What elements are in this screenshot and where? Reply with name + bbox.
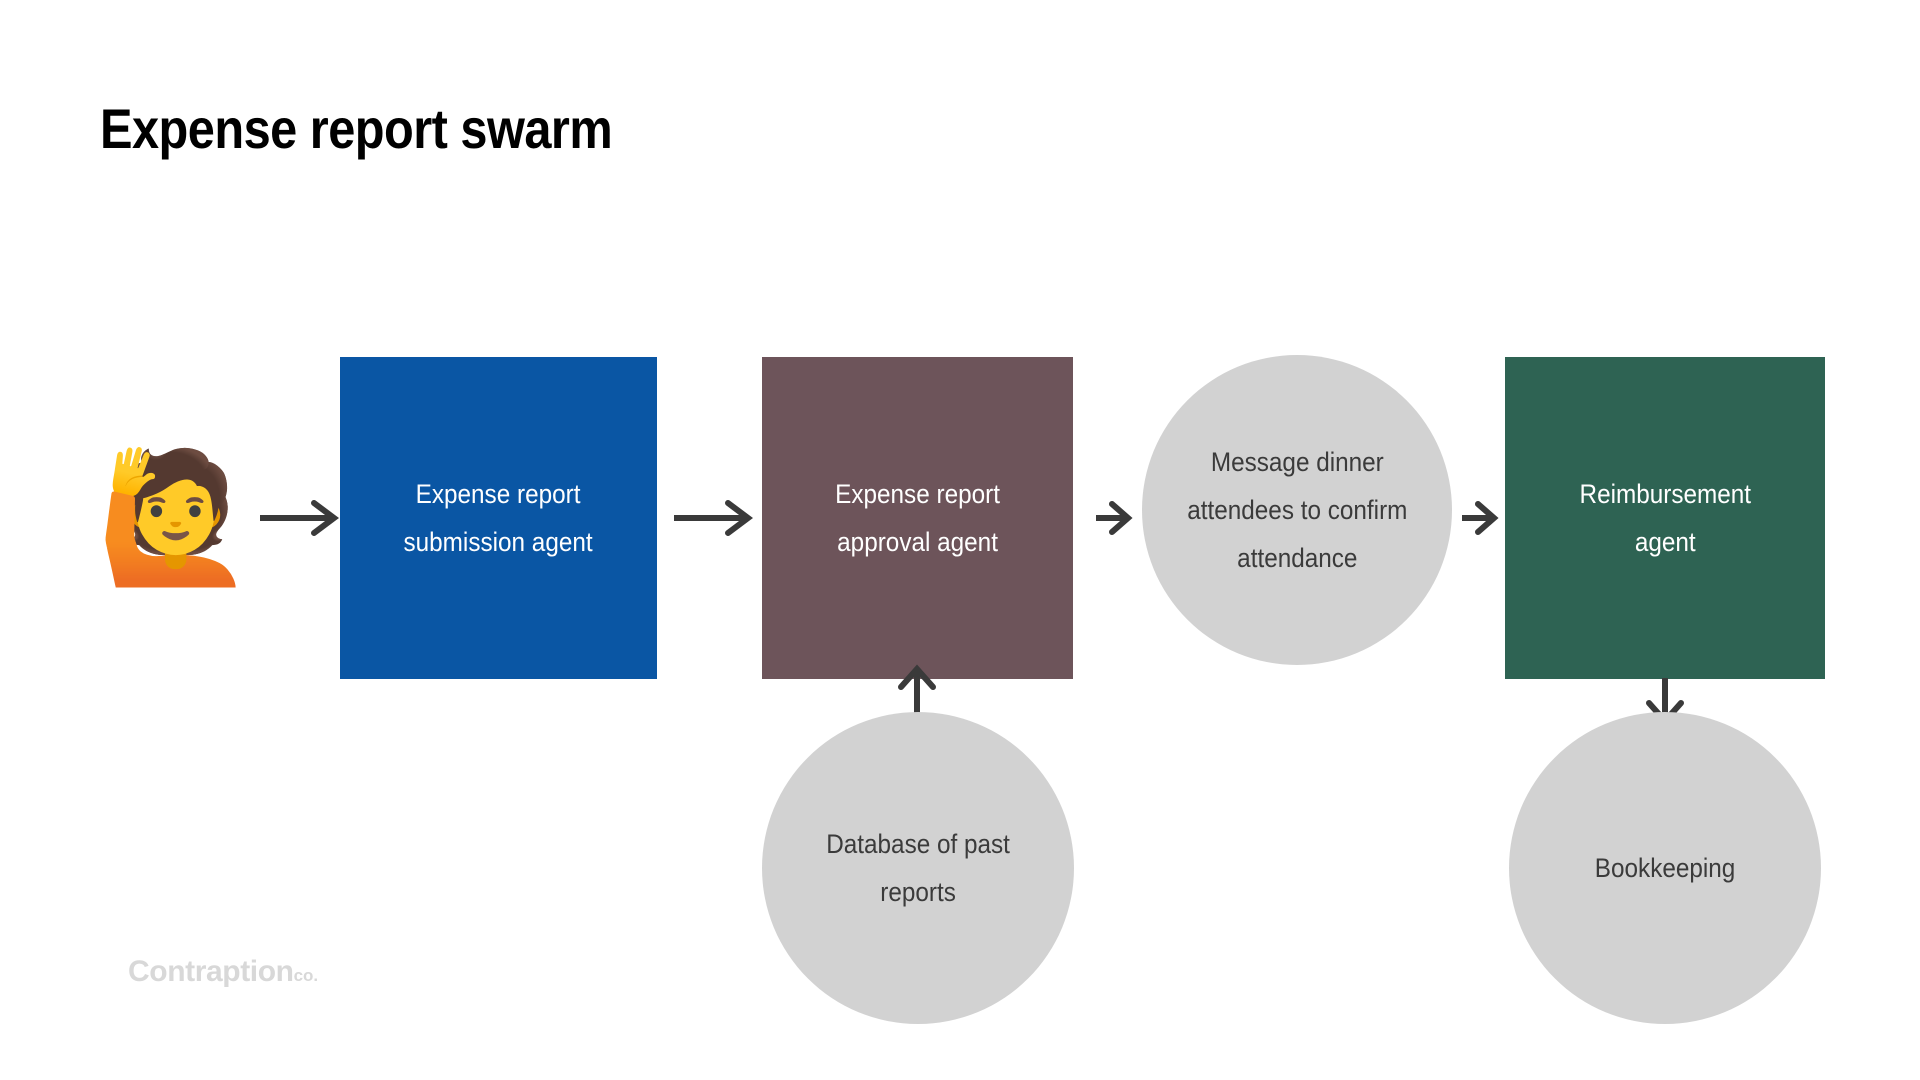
node-label: Message dinner attendees to confirm atte…	[1186, 447, 1408, 573]
node-message-dinner-attendees[interactable]: Message dinner attendees to confirm atte…	[1142, 355, 1452, 665]
watermark-main: Contraption	[128, 955, 294, 988]
watermark-suffix: co.	[293, 966, 319, 985]
person-raising-hand-icon: 🙋	[96, 443, 256, 592]
node-label: Reimbursement agent	[1579, 479, 1751, 557]
connector-actor-to-submission-agent	[258, 498, 348, 538]
node-label: Expense report submission agent	[403, 479, 594, 557]
node-label: Expense report approval agent	[835, 479, 1000, 557]
node-reimbursement-agent[interactable]: Reimbursement agent	[1505, 357, 1825, 679]
node-label: Bookkeeping	[1594, 853, 1736, 883]
node-expense-report-approval-agent[interactable]: Expense report approval agent	[762, 357, 1073, 679]
node-bookkeeping[interactable]: Bookkeeping	[1509, 712, 1821, 1024]
connector-submission-agent-to-approval-agent	[672, 498, 762, 538]
watermark: Contraptionco.	[128, 955, 318, 989]
connector-database-to-approval-agent	[897, 664, 937, 721]
node-database-of-past-reports[interactable]: Database of past reports	[762, 712, 1074, 1024]
page-title: Expense report swarm	[100, 97, 613, 160]
node-expense-report-submission-agent[interactable]: Expense report submission agent	[340, 357, 657, 679]
node-label: Database of past reports	[826, 829, 1010, 907]
connector-message-attendees-to-reimbursement-agent	[1458, 498, 1510, 538]
connector-approval-agent-to-message-attendees	[1092, 498, 1144, 538]
